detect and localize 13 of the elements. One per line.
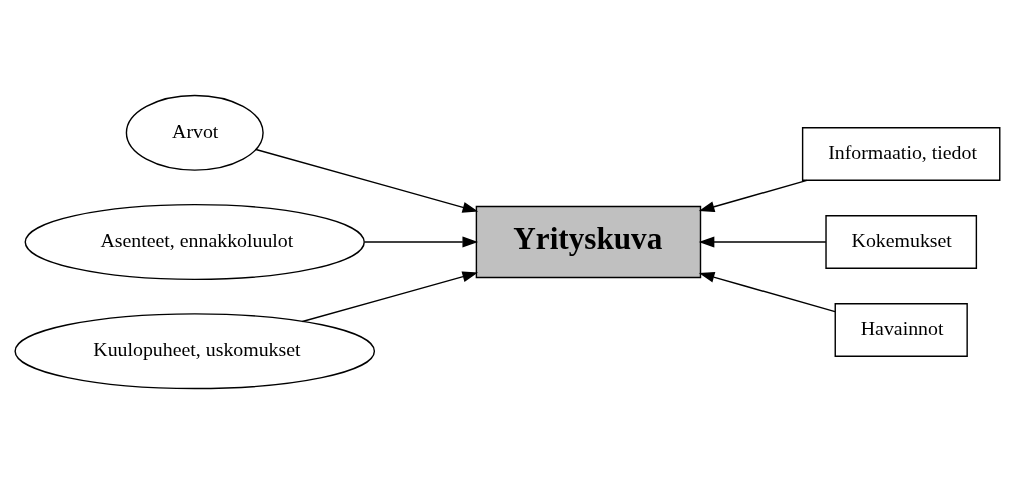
- node-ellipse: Arvot: [125, 94, 264, 171]
- node-box: Informaatio, tiedot: [801, 126, 1001, 181]
- node-ellipse: Kuulopuheet, uskomukset: [14, 312, 376, 389]
- node-ellipse: Asenteet, ennakkoluulot: [24, 203, 365, 280]
- arrow: [255, 148, 479, 213]
- arrow: [698, 236, 827, 247]
- node-box: Yrityskuva: [475, 205, 702, 278]
- node-box: Havainnot: [834, 302, 968, 357]
- arrow: [301, 270, 479, 322]
- arrow: [698, 179, 808, 212]
- arrow: [698, 271, 836, 312]
- arrow: [364, 236, 479, 247]
- node-box: Kokemukset: [825, 214, 978, 269]
